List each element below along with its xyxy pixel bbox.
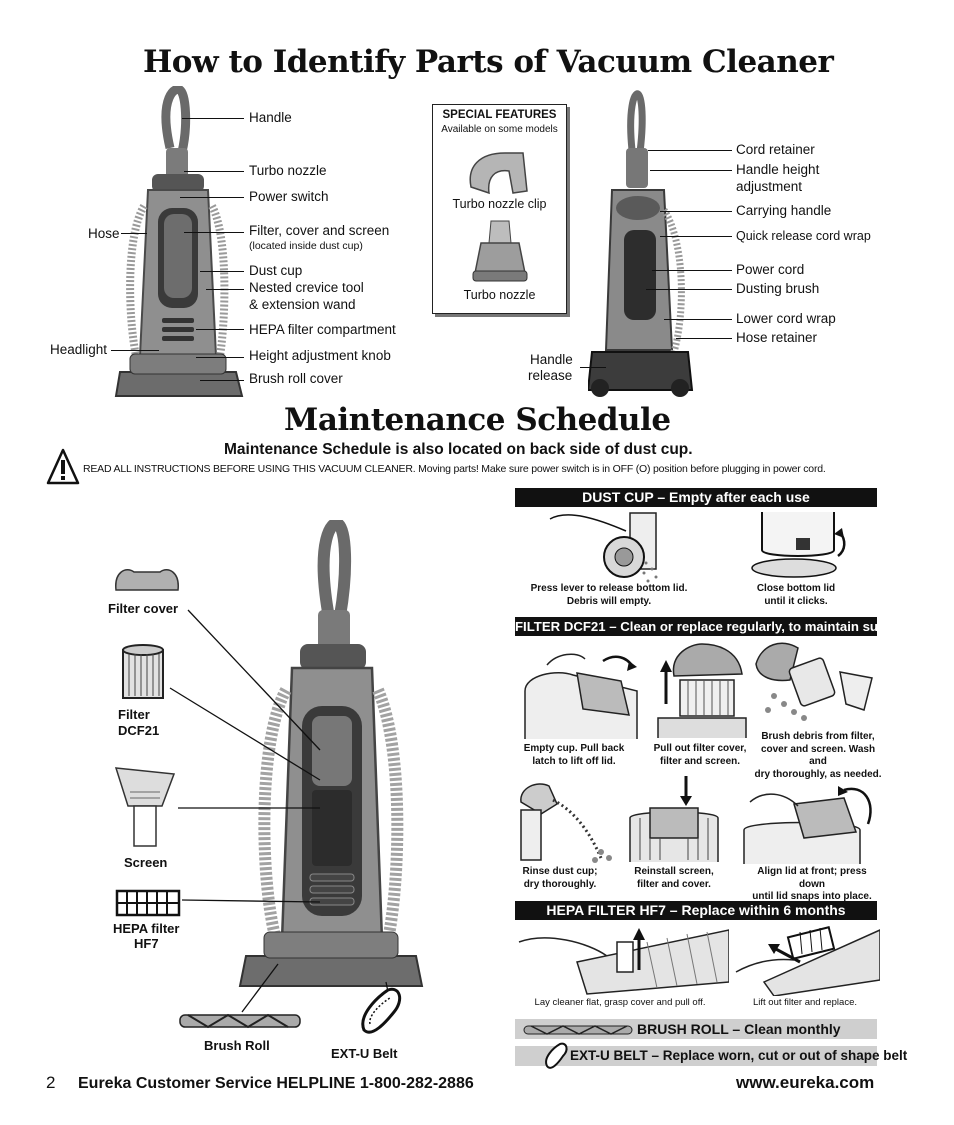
filter-cap5: Reinstall screen, filter and cover. <box>634 866 714 890</box>
special-features-subtitle: Available on some models <box>441 124 558 135</box>
filter-header: FILTER DCF21 – Clean or replace regularl… <box>515 617 910 636</box>
part-hf7-label: HF7 <box>134 936 159 951</box>
dust-cup-step1-illustration <box>549 512 658 583</box>
label-quick-release-cord-wrap: Quick release cord wrap <box>736 229 871 243</box>
helpline-text: Eureka Customer Service HELPLINE 1-800-2… <box>78 1075 474 1092</box>
filter-cap4: Rinse dust cup; dry thoroughly. <box>522 866 598 890</box>
page-title: How to Identify Parts of Vacuum Cleaner <box>143 44 834 80</box>
warning-icon <box>46 448 80 485</box>
label-dusting-brush: Dusting brush <box>736 281 820 296</box>
filter-cap1: Empty cup. Pull back latch to lift off l… <box>523 743 625 767</box>
label-cord-retainer: Cord retainer <box>736 142 815 157</box>
label-power-cord: Power cord <box>736 262 805 277</box>
label-located-inside: (located inside dust cup) <box>249 240 363 252</box>
turbo-nozzle-clip-label: Turbo nozzle clip <box>452 197 547 211</box>
part-filter-cover: Filter cover <box>108 601 179 616</box>
hepa-cap1: Lay cleaner flat, grasp cover and pull o… <box>534 997 706 1008</box>
label-handle-release-2: release <box>528 368 573 383</box>
dust-cup-step2-illustration <box>751 512 846 578</box>
filter-step4-illustration <box>520 783 612 863</box>
label-filter-cover-screen: Filter, cover and screen <box>249 223 390 238</box>
hepa-header: HEPA FILTER HF7 – Replace within 6 month… <box>515 901 877 920</box>
filter-cap2: Pull out filter cover, filter and screen… <box>653 743 747 767</box>
label-handle-height: Handle height <box>736 162 820 177</box>
belt-bar-text: EXT-U BELT – Replace worn, cut or out of… <box>570 1048 908 1063</box>
part-extu-belt: EXT-U Belt <box>331 1046 398 1061</box>
label-handle-release-1: Handle <box>530 352 573 367</box>
filter-cap3: Brush debris from filter, cover and scre… <box>754 731 882 780</box>
filter-step6-illustration <box>743 786 872 864</box>
maintenance-subtitle: Maintenance Schedule is also located on … <box>224 441 693 458</box>
special-features-box: SPECIAL FEATURES Available on some model… <box>432 104 567 314</box>
label-carrying-handle: Carrying handle <box>736 203 832 218</box>
filter-cover-icon <box>115 569 179 591</box>
dust-cup-cap2: Close bottom lid until it clicks. <box>756 583 836 607</box>
page-number: 2 <box>46 1073 56 1092</box>
vacuum-back-illustration <box>588 90 694 397</box>
label-crevice-tool: Nested crevice tool <box>249 280 364 295</box>
hepa-step1-illustration <box>518 928 729 995</box>
extu-belt-icon <box>361 987 402 1034</box>
belt-bar: EXT-U BELT – Replace worn, cut or out of… <box>515 1042 907 1069</box>
special-features-title: SPECIAL FEATURES <box>442 109 557 121</box>
brush-roll-bar: BRUSH ROLL – Clean monthly <box>515 1019 877 1039</box>
brush-roll-icon <box>179 1013 301 1029</box>
part-brush-roll: Brush Roll <box>204 1038 270 1053</box>
dust-cup-header: DUST CUP – Empty after each use <box>515 488 877 507</box>
hepa-step2-illustration <box>735 926 880 996</box>
maintenance-title: Maintenance Schedule <box>284 402 671 438</box>
turbo-nozzle-clip-icon <box>469 152 528 195</box>
turbo-nozzle-label: Turbo nozzle <box>463 288 536 302</box>
filter-dcf21-icon <box>122 644 164 699</box>
brush-roll-bar-text: BRUSH ROLL – Clean monthly <box>637 1021 841 1037</box>
part-hepa-label: HEPA filter <box>113 921 180 936</box>
hepa-cap2: Lift out filter and replace. <box>752 997 858 1008</box>
vacuum-front-illustration <box>114 86 244 397</box>
hepa-filter-icon <box>115 889 181 917</box>
part-screen: Screen <box>124 855 168 870</box>
parts-leader-lines <box>169 609 389 1013</box>
warning-text: READ ALL INSTRUCTIONS BEFORE USING THIS … <box>83 463 826 475</box>
screen-icon <box>114 767 176 847</box>
part-filter-label: Filter <box>118 707 150 722</box>
website-link[interactable]: www.eureka.com <box>736 1073 875 1092</box>
label-turbo-nozzle: Turbo nozzle <box>249 163 327 178</box>
filter-cap6: Align lid at front; press down until lid… <box>752 866 872 902</box>
label-handle: Handle <box>249 110 292 125</box>
filter-step3-illustration <box>755 642 873 721</box>
part-dcf21-label: DCF21 <box>118 723 160 738</box>
label-extension-wand: & extension wand <box>249 297 356 312</box>
label-power-switch: Power switch <box>249 189 329 204</box>
label-lower-cord-wrap: Lower cord wrap <box>736 311 836 326</box>
label-hepa-compartment: HEPA filter compartment <box>249 322 396 337</box>
label-height-knob: Height adjustment knob <box>249 348 391 363</box>
label-adjustment: adjustment <box>736 179 803 194</box>
filter-step5-illustration <box>629 776 719 862</box>
label-hose: Hose <box>88 226 120 241</box>
filter-step1-illustration <box>524 653 638 739</box>
label-dust-cup: Dust cup <box>249 263 303 278</box>
dust-cup-cap1: Press lever to release bottom lid. Debri… <box>530 583 688 607</box>
belt-small-icon <box>545 1042 568 1069</box>
label-hose-retainer: Hose retainer <box>736 330 818 345</box>
label-headlight: Headlight <box>50 342 108 357</box>
turbo-nozzle-icon <box>472 220 528 282</box>
brush-roll-small-icon <box>523 1025 633 1035</box>
label-brush-roll-cover: Brush roll cover <box>249 371 343 386</box>
filter-step2-illustration <box>657 643 747 738</box>
